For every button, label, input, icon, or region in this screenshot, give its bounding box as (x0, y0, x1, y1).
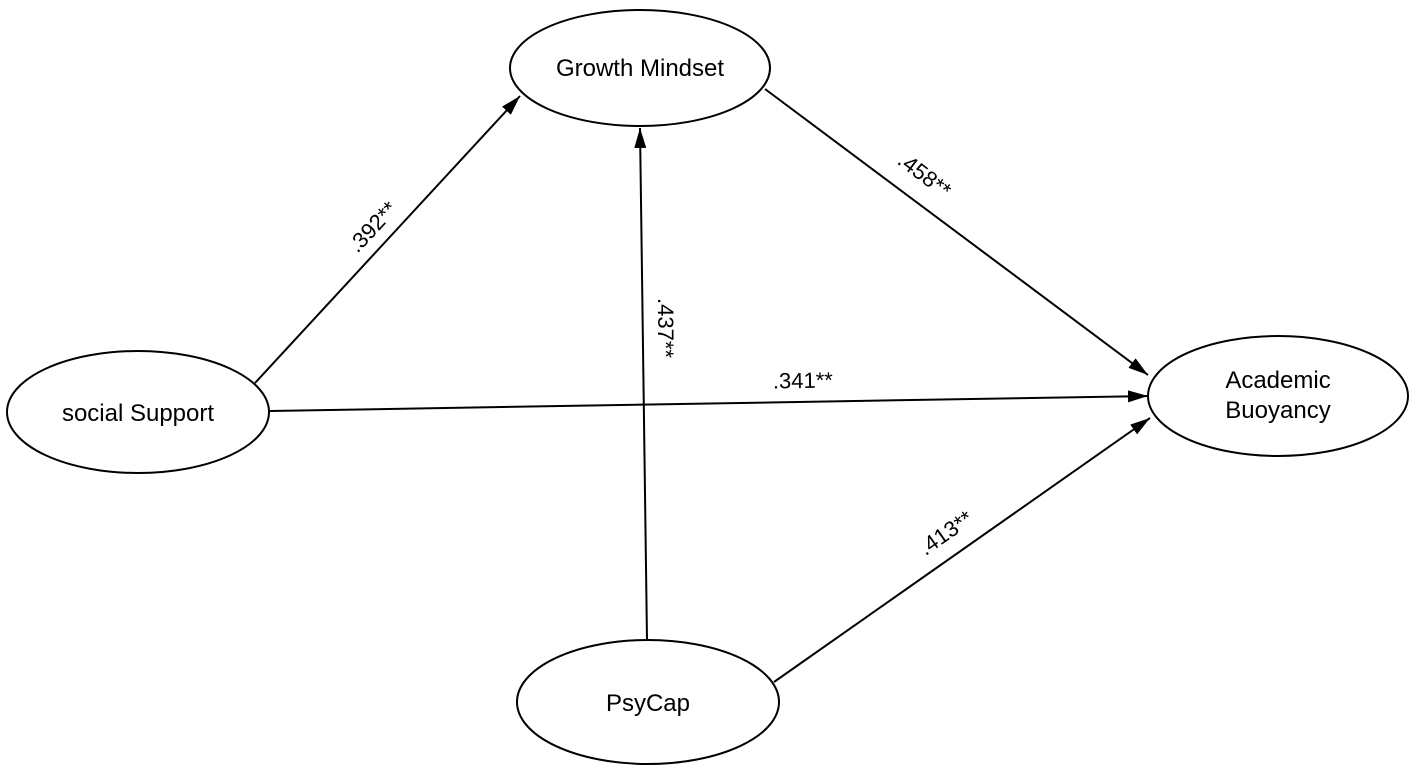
edge-psycap-to-growth (634, 127, 648, 641)
edge-label-psycap-to-academic: .413** (914, 505, 978, 560)
edge-label-social-to-growth: .392** (343, 196, 402, 257)
node-social-support-label: social Support (62, 400, 214, 427)
node-growth-mindset-label: Growth Mindset (556, 55, 724, 82)
edge-label-social-to-academic: .341** (773, 367, 834, 393)
edge-psycap-to-academic (773, 417, 1151, 683)
edge-social-to-academic (269, 390, 1149, 412)
edge-label-growth-to-academic: .458** (893, 147, 956, 203)
node-psycap-label: PsyCap (606, 690, 690, 717)
node-academic-buoyancy-label-line-1: Academic (1225, 367, 1330, 394)
node-academic-buoyancy-label-line-2: Buoyancy (1225, 397, 1330, 424)
node-psycap: PsyCap (516, 639, 780, 765)
edge-social-to-growth (254, 95, 521, 384)
node-academic-buoyancy: Academic Buoyancy (1147, 335, 1409, 457)
edge-label-psycap-to-growth: .437** (653, 298, 678, 358)
node-growth-mindset: Growth Mindset (509, 9, 771, 127)
edge-growth-to-academic (764, 88, 1149, 376)
node-social-support: social Support (6, 350, 270, 474)
